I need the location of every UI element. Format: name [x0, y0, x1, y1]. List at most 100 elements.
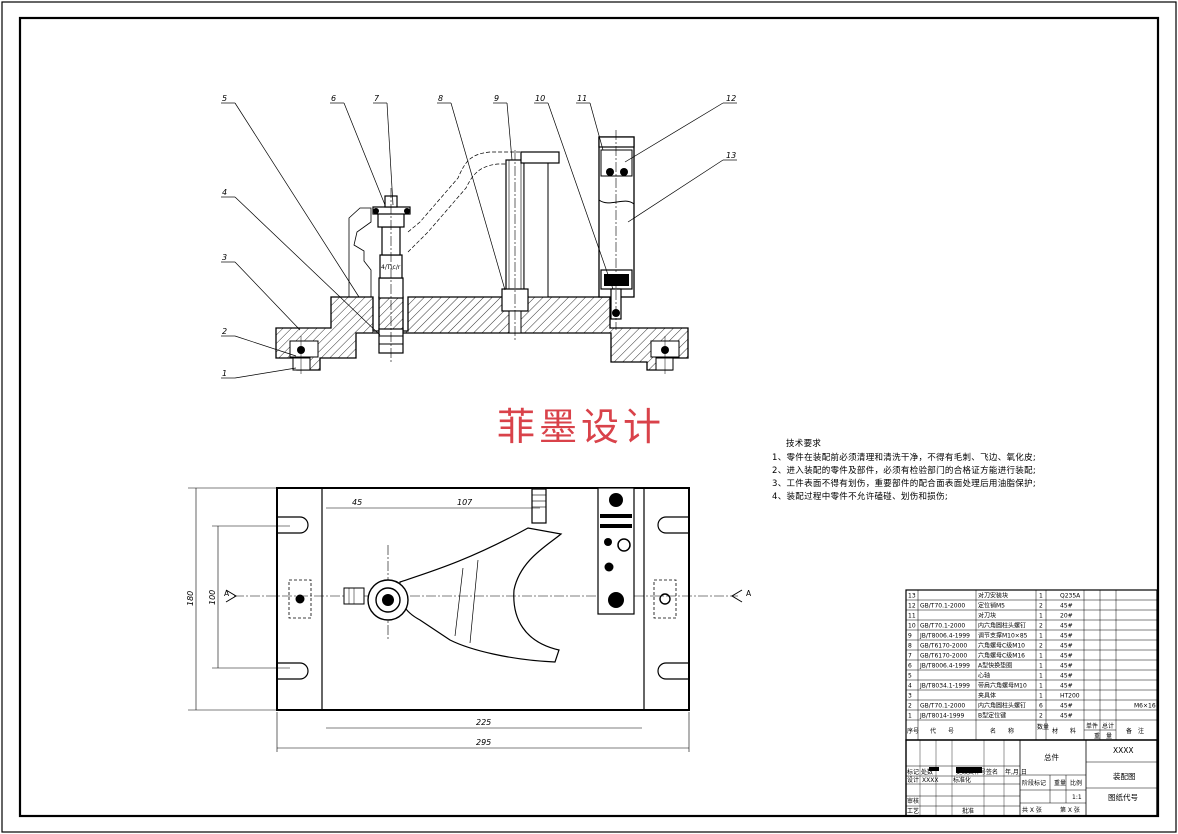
tech-req-title: 技术要求	[786, 438, 821, 449]
tb-process: 工艺	[907, 807, 919, 815]
bom-header-code: 代 号	[930, 727, 954, 735]
bom-row-no: 11	[908, 613, 916, 620]
bom-row-name: 夹具体	[978, 692, 996, 700]
bom-row-no: 4	[908, 683, 912, 690]
tb-material: 总件	[1044, 752, 1060, 762]
bom-row-name: 内六角圆柱头螺钉	[978, 622, 1026, 630]
callout-1: 1	[222, 369, 227, 378]
tb-drawing-name: 装配图	[1113, 771, 1136, 781]
bom-row-code: GB/T70.1-2000	[920, 603, 965, 610]
bom-row-qty: 2	[1039, 603, 1043, 610]
tb-approve: 批准	[962, 807, 974, 815]
callout-3: 3	[222, 253, 227, 262]
bom-row-name: 六角螺母C级M10	[978, 642, 1025, 650]
bom-row-name: 定位销M5	[978, 602, 1005, 610]
bom-row-name: 调节支撑M10×85	[978, 632, 1028, 640]
bom-header-note: 备 注	[1126, 727, 1144, 735]
tb-scale-label: 比例	[1070, 779, 1082, 787]
title-block-text: XXXX 总件 装配图 图纸代号 阶段标记 重量 比例 1:1 共 X 张 第 …	[907, 746, 1138, 815]
bom-row-material: 45#	[1060, 673, 1073, 680]
bom-row-no: 10	[908, 623, 916, 630]
dim-180: 180	[186, 591, 195, 606]
callout-2: 2	[222, 327, 227, 336]
tech-req-item-4: 4、装配过程中零件不允许磕碰、划伤和损伤;	[772, 491, 948, 502]
section-mark-right: A	[746, 589, 752, 598]
bom-header-unit-weight: 单件	[1086, 722, 1098, 730]
bom-row-code: GB/T6170-2000	[920, 643, 967, 650]
bom-row-qty: 1	[1039, 593, 1043, 600]
bom-row-material: 45#	[1060, 663, 1073, 670]
bom-row-qty: 1	[1039, 633, 1043, 640]
bom-row-code: GB/T6170-2000	[920, 653, 967, 660]
inner-border	[18, 16, 1160, 818]
dim-45: 45	[352, 498, 362, 507]
bom-row-no: 5	[908, 673, 912, 680]
bom-row-name: 六角螺母C级M16	[978, 652, 1025, 660]
part-callouts	[221, 102, 737, 379]
tb-sheet-no: 第 X 张	[1060, 806, 1080, 814]
bom-row-material: 45#	[1060, 603, 1073, 610]
bom-row-material: 45#	[1060, 643, 1073, 650]
bom-row-qty: 2	[1039, 713, 1043, 720]
bom-header-weight: 重 量	[1094, 732, 1112, 740]
bom-row-code: GB/T70.1-2000	[920, 703, 965, 710]
bom-row-qty: 1	[1039, 683, 1043, 690]
bom-row-code: GB/T70.1-2000	[920, 623, 965, 630]
dim-100: 100	[208, 590, 217, 605]
bom-row-qty: 1	[1039, 613, 1043, 620]
bom-row-no: 9	[908, 633, 912, 640]
tb-designer-label: 设计	[907, 776, 919, 784]
bom-row-qty: 6	[1039, 703, 1043, 710]
tb-company: XXXX	[1113, 746, 1134, 755]
front-section-view: 4/T\c/r	[221, 94, 737, 379]
callout-8: 8	[438, 94, 443, 103]
dim-295: 295	[476, 738, 491, 747]
tb-scale: 1:1	[1072, 794, 1082, 801]
bom-header-material: 材 料	[1052, 727, 1076, 735]
bom-row-qty: 2	[1039, 623, 1043, 630]
bom-row-note: M6×16	[1134, 703, 1156, 710]
bom-header-qty: 数量	[1037, 723, 1049, 731]
callout-5: 5	[222, 94, 227, 103]
bom-row-no: 13	[908, 593, 916, 600]
title-block	[905, 739, 1158, 817]
bom-row-material: 45#	[1060, 653, 1073, 660]
bom-row-no: 1	[908, 713, 912, 720]
dim-225: 225	[476, 718, 491, 727]
callout-13: 13	[726, 151, 736, 160]
bom-row-no: 6	[908, 663, 912, 670]
bom-row-code: JB/T8006.4-1999	[919, 663, 970, 670]
section-mark-left: A	[224, 589, 230, 598]
callout-6: 6	[331, 94, 336, 103]
bom-row-name: 对刀安装块	[978, 592, 1008, 600]
bom-row-no: 8	[908, 643, 912, 650]
bom-row-name: 内六角圆柱头螺钉	[978, 702, 1026, 710]
callout-10: 10	[535, 94, 545, 103]
bom-row-name: B型定位键	[978, 712, 1006, 720]
tb-drawing-code: 图纸代号	[1108, 792, 1138, 802]
bom-row-material: HT200	[1060, 693, 1080, 700]
tech-req-item-1: 1、零件在装配前必须清理和清洗干净，不得有毛刺、飞边、氧化皮;	[772, 452, 1036, 463]
watermark: 菲墨设计	[497, 405, 665, 449]
bom-row-no: 12	[908, 603, 916, 610]
tb-signature: 签名	[986, 768, 998, 776]
tb-sheets-total: 共 X 张	[1022, 806, 1042, 814]
tech-req-item-3: 3、工件表面不得有划伤，重要部件的配合面表面处理后用油脂保护;	[772, 478, 1036, 489]
tb-standard: 标准化	[953, 776, 971, 784]
bom-row-material: 20#	[1060, 613, 1073, 620]
svg-text:4/T\c/r: 4/T\c/r	[381, 264, 401, 271]
tb-weight: 重量	[1054, 779, 1066, 787]
bom-row-code: JB/T8006.4-1999	[919, 633, 970, 640]
tb-checker: 审核	[907, 797, 919, 805]
tech-req-item-2: 2、进入装配的零件及部件，必须有检验部门的合格证方能进行装配;	[772, 465, 1036, 476]
callout-12: 12	[726, 94, 736, 103]
callout-7: 7	[374, 94, 380, 103]
bom-header-total-weight: 总计	[1102, 722, 1114, 730]
bom-row-material: 45#	[1060, 623, 1073, 630]
dim-107: 107	[457, 498, 473, 507]
bom-row-name: 心轴	[978, 672, 990, 680]
bom-row-name: 对刀块	[978, 612, 996, 620]
callout-9: 9	[494, 94, 499, 103]
